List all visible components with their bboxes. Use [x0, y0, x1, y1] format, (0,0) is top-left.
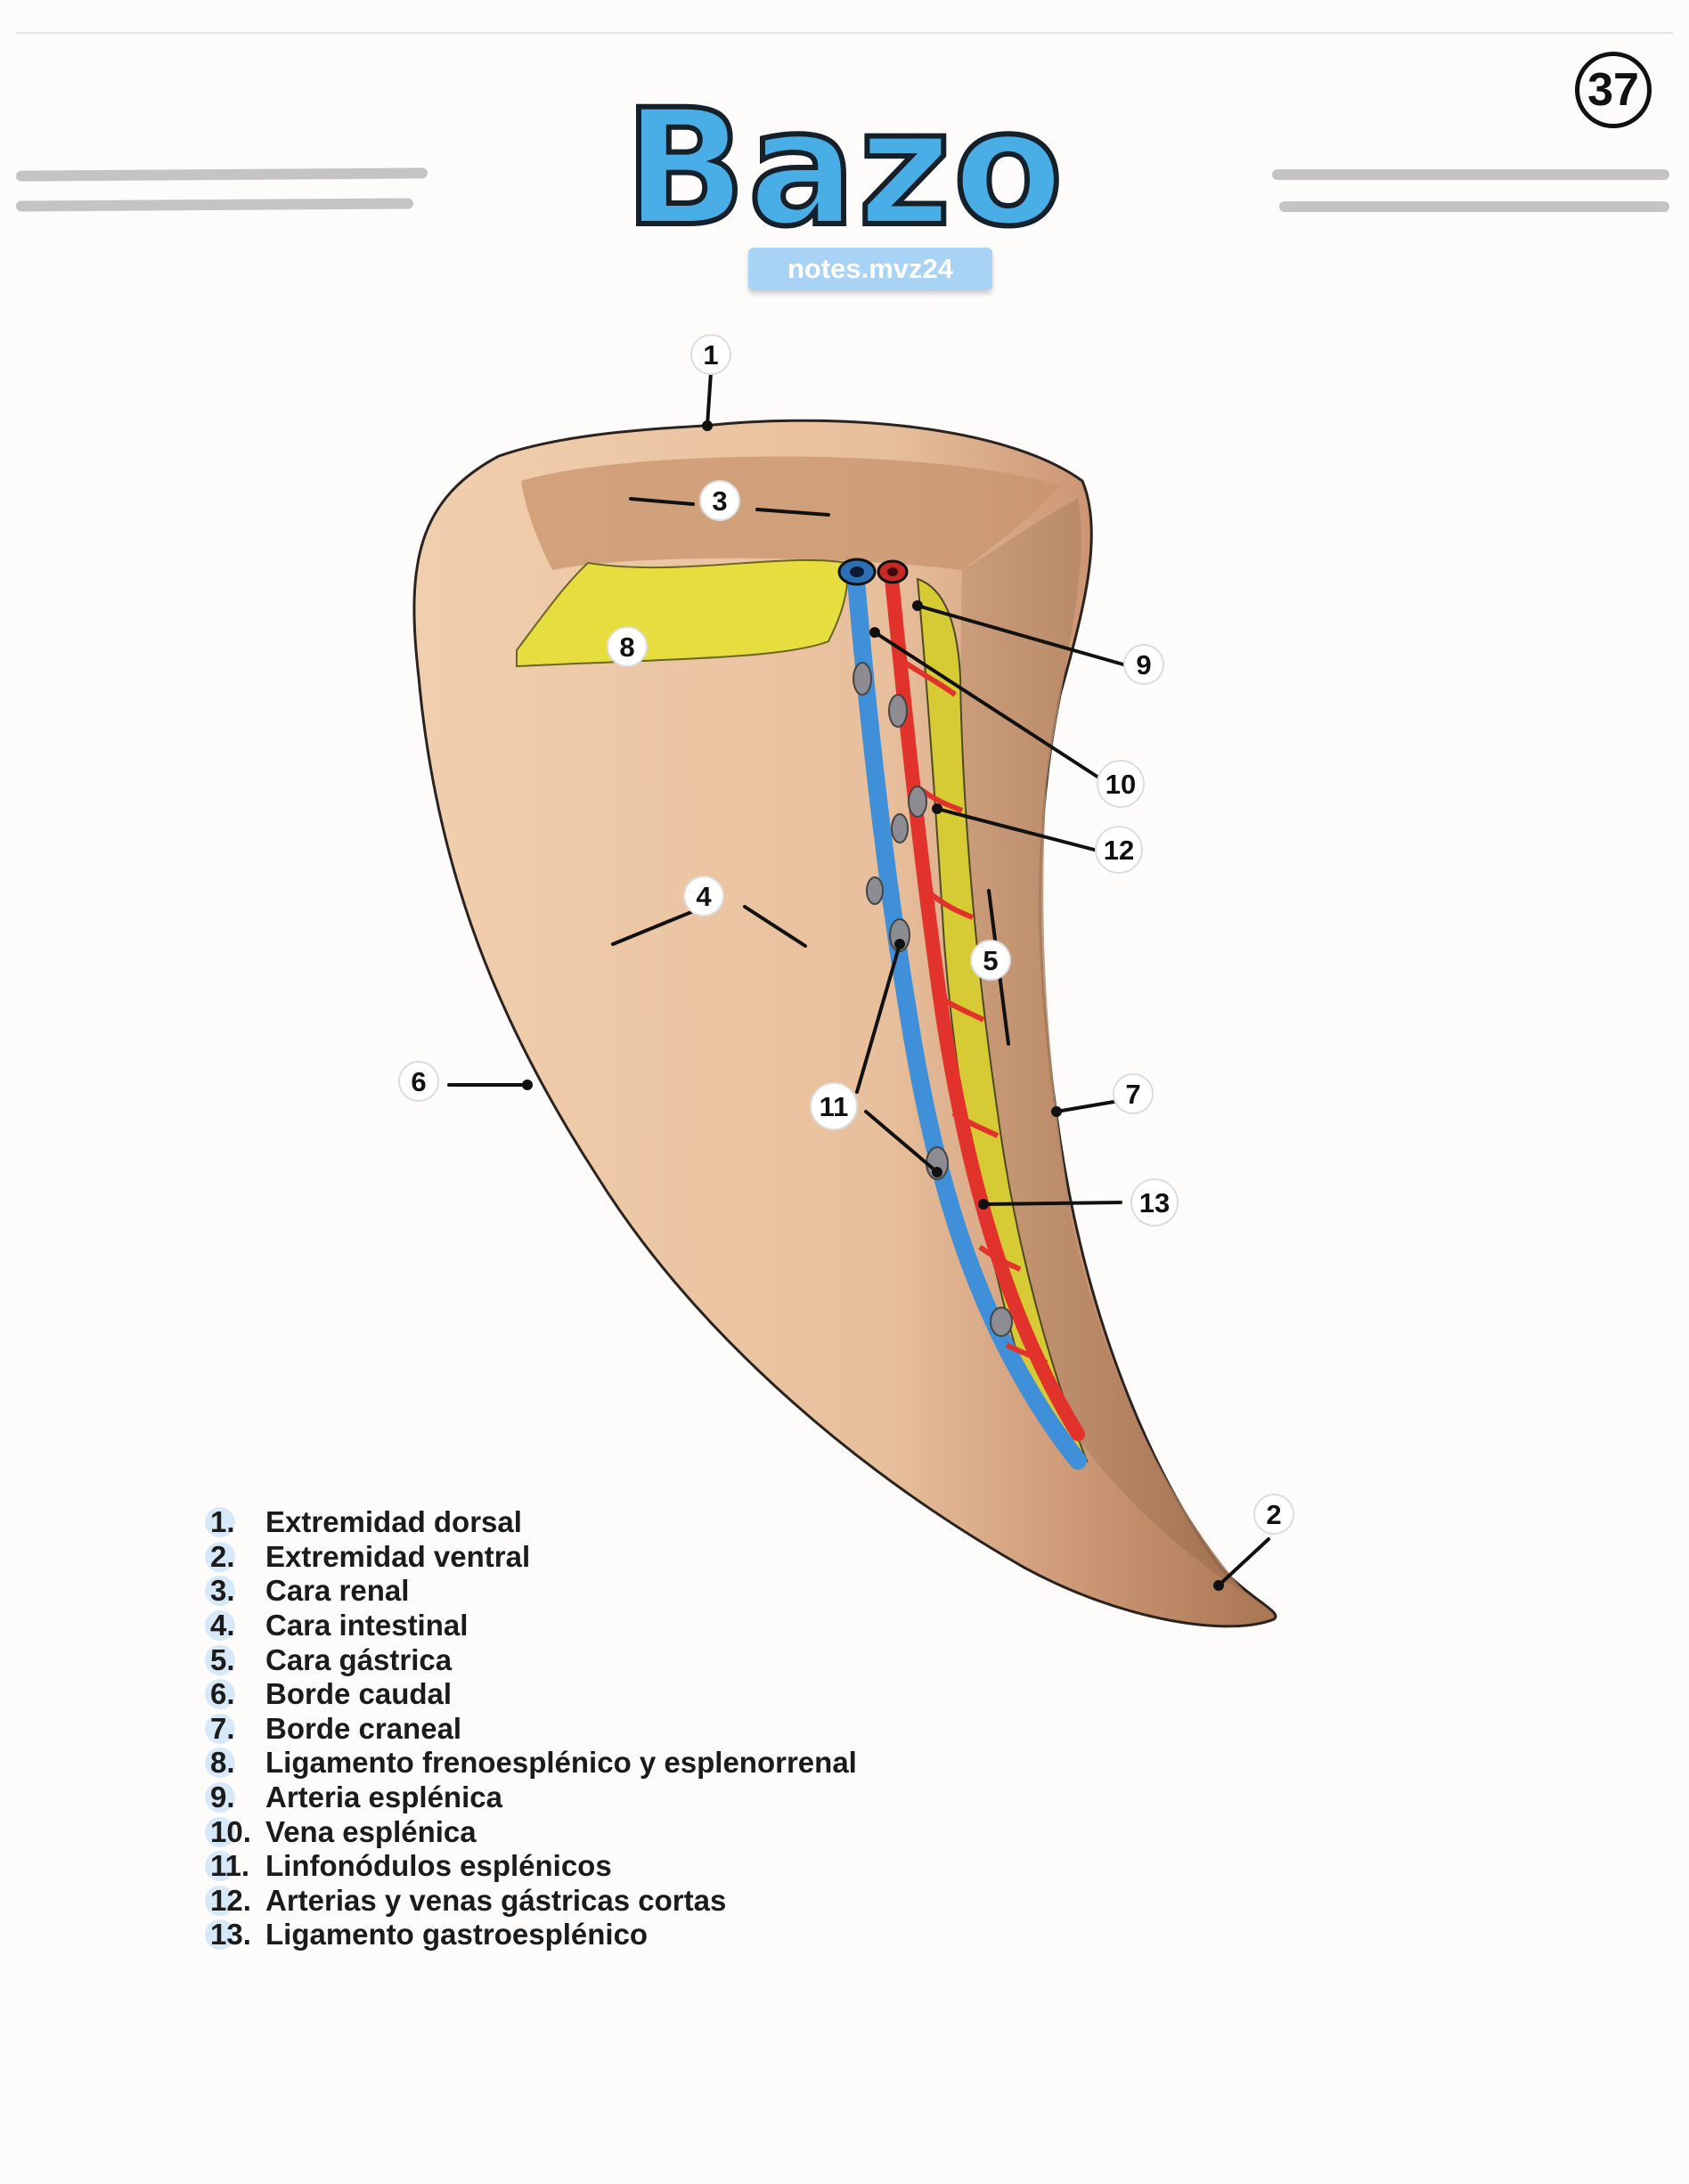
legend-label: Arterias y venas gástricas cortas [265, 1883, 727, 1917]
legend-number: 9. [210, 1781, 265, 1814]
callout-3-label: 3 [712, 485, 727, 517]
callout-12: 12 [1095, 826, 1143, 874]
right-decorative-line [1279, 201, 1669, 212]
legend-number: 6. [210, 1677, 265, 1711]
callout-1-label: 1 [703, 339, 718, 371]
right-decorative-line [1272, 169, 1669, 180]
legend-label: Ligamento frenoesplénico y esplenorrenal [265, 1746, 857, 1780]
legend-number: 10. [210, 1815, 265, 1849]
page-title: Bazo [621, 76, 1065, 262]
legend-label: Vena esplénica [265, 1814, 477, 1848]
legend-number: 3. [210, 1574, 265, 1608]
callout-4: 4 [683, 876, 724, 917]
callout-9-label: 9 [1136, 649, 1151, 680]
page-number: 37 [1587, 64, 1639, 116]
vein-lumen [850, 566, 864, 577]
callout-7-label: 7 [1125, 1079, 1140, 1110]
callout-2-label: 2 [1266, 1499, 1281, 1530]
callout-12-label: 12 [1104, 835, 1134, 866]
legend-item: 8. Ligamento frenoesplénico y esplenorre… [210, 1746, 857, 1781]
callout-3: 3 [699, 480, 740, 521]
legend-item: 4. Cara intestinal [210, 1609, 857, 1643]
legend-item: 12. Arterias y venas gástricas cortas [210, 1884, 857, 1919]
legend-item: 1. Extremidad dorsal [210, 1505, 857, 1540]
legend-number: 1. [210, 1505, 265, 1539]
callout-13: 13 [1130, 1178, 1179, 1226]
legend-label: Cara intestinal [265, 1609, 469, 1642]
legend-number: 4. [210, 1609, 265, 1642]
legend-number: 8. [210, 1746, 265, 1780]
legend-label: Cara renal [265, 1574, 410, 1608]
callout-8: 8 [607, 626, 648, 667]
callout-5-label: 5 [983, 945, 998, 976]
legend-number: 12. [210, 1884, 265, 1918]
callout-13-label: 13 [1139, 1187, 1170, 1218]
legend-label: Extremidad ventral [265, 1539, 531, 1573]
callout-4-label: 4 [696, 881, 712, 912]
source-badge: notes.mvz24 [748, 248, 992, 290]
legend-number: 2. [210, 1540, 265, 1574]
legend-item: 13. Ligamento gastroesplénico [210, 1918, 857, 1952]
callout-1: 1 [690, 334, 731, 375]
legend-label: Linfonódulos esplénicos [265, 1849, 612, 1883]
legend-item: 5. Cara gástrica [210, 1642, 857, 1677]
top-divider [16, 32, 1673, 34]
legend-item: 6. Borde caudal [210, 1677, 857, 1712]
callout-8-label: 8 [619, 632, 634, 663]
callout-2: 2 [1253, 1494, 1294, 1535]
callout-5: 5 [970, 940, 1011, 981]
legend-label: Borde caudal [265, 1677, 453, 1711]
legend-item: 2. Extremidad ventral [210, 1540, 857, 1575]
callout-10-label: 10 [1106, 769, 1136, 800]
legend-number: 11. [210, 1849, 265, 1883]
callout-10: 10 [1097, 760, 1145, 808]
legend-item: 3. Cara renal [210, 1574, 857, 1609]
legend-label: Extremidad dorsal [265, 1505, 522, 1539]
legend-label: Arteria esplénica [265, 1781, 502, 1814]
callout-11: 11 [810, 1082, 858, 1130]
legend-item: 7. Borde craneal [210, 1712, 857, 1747]
legend-label: Borde craneal [265, 1711, 462, 1745]
legend-number: 5. [210, 1643, 265, 1677]
callout-6: 6 [398, 1061, 439, 1102]
callout-6-label: 6 [411, 1066, 426, 1097]
legend-label: Cara gástrica [265, 1642, 453, 1676]
legend-item: 10. Vena esplénica [210, 1814, 857, 1849]
artery-lumen [887, 567, 898, 576]
legend: 1. Extremidad dorsal 2. Extremidad ventr… [210, 1505, 857, 1952]
callout-9: 9 [1123, 644, 1164, 685]
legend-item: 9. Arteria esplénica [210, 1781, 857, 1815]
callout-7: 7 [1113, 1073, 1154, 1114]
leader-lines [447, 371, 1270, 1587]
callout-11-label: 11 [820, 1091, 849, 1122]
legend-number: 13. [210, 1918, 265, 1952]
page-number-badge: 37 [1575, 52, 1652, 128]
legend-number: 7. [210, 1712, 265, 1746]
legend-label: Ligamento gastroesplénico [265, 1918, 649, 1952]
legend-item: 11. Linfonódulos esplénicos [210, 1849, 857, 1884]
leader-dots [522, 420, 1224, 1591]
